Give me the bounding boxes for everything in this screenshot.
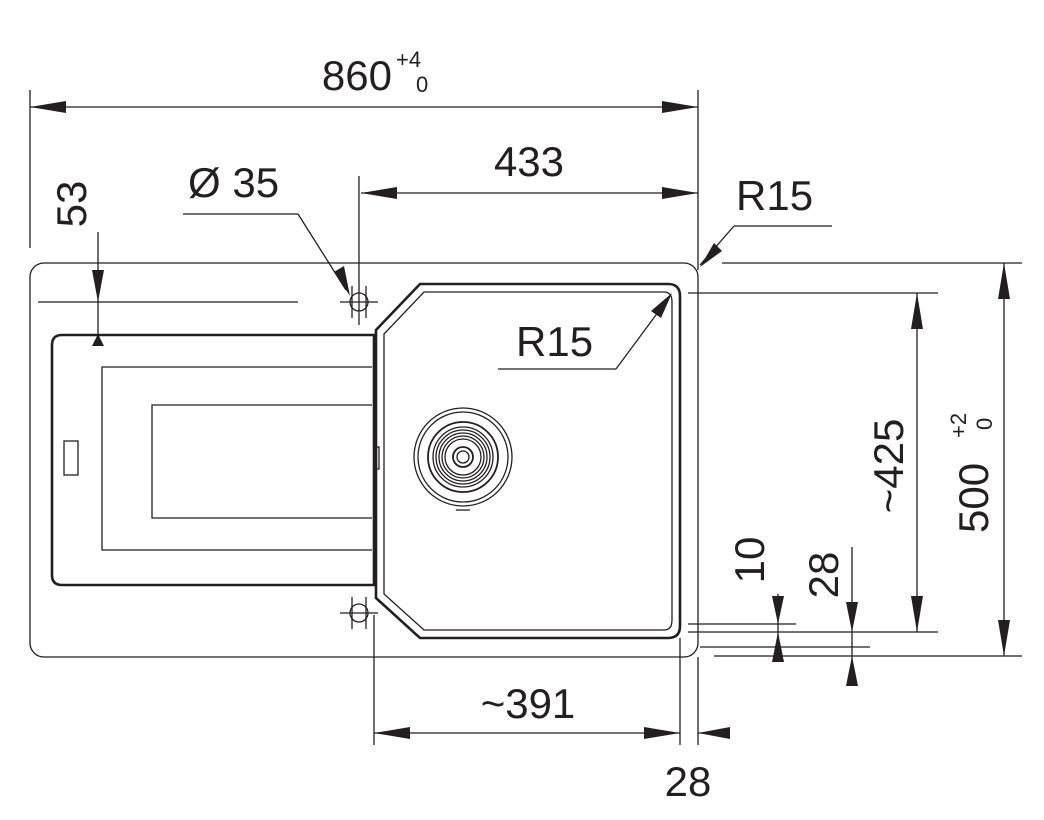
bottom-gap-value: 28 [800,552,847,599]
overall-width-value: 860 [322,52,392,99]
bowl-depth-dimension [688,292,938,633]
edge-offset-value: 53 [48,181,95,228]
overall-width-tol-lower: 0 [416,72,428,97]
bottom-gap-small-dimension [688,594,796,662]
bowl-radius-leader [498,293,672,370]
waste-outlet-icon [413,407,513,511]
drainer-outline [50,333,376,587]
tap-hole-top-icon [340,176,378,325]
overall-depth-dimension [714,262,1022,657]
bottom-gap-small-value: 10 [726,537,773,584]
overall-width-tol-upper: +4 [396,47,421,72]
outer-radius-leader [699,225,832,267]
bowl-inner-width-value: ~391 [481,680,576,727]
bowl-inner-outline [383,291,673,631]
bottom-gap-dimension [700,547,870,686]
overall-depth-tol-lower: 0 [972,418,997,430]
bowl-width-dimension [361,187,698,199]
overall-depth-tol-upper: +2 [946,413,971,438]
bowl-outline [374,282,682,640]
tap-hole-bottom-icon [340,597,378,629]
tap-hole-leader [183,213,350,296]
bowl-inner-width-dimension [373,615,730,745]
sink-outer-outline [29,262,699,658]
outer-radius-value: R15 [736,172,813,219]
drainer-inner-step [101,366,372,551]
bowl-depth-value: ~425 [865,419,912,514]
drainer-slot [63,440,79,476]
drainer-inner-recess [151,404,372,519]
overall-width-dimension [29,90,699,270]
overall-depth-value: 500 [950,463,997,533]
right-margin-value: 28 [665,758,712,805]
tap-hole-value: Ø 35 [188,159,279,206]
bowl-width-value: 433 [494,138,564,185]
bowl-radius-value: R15 [516,318,593,365]
edge-offset-dimension [38,232,298,346]
